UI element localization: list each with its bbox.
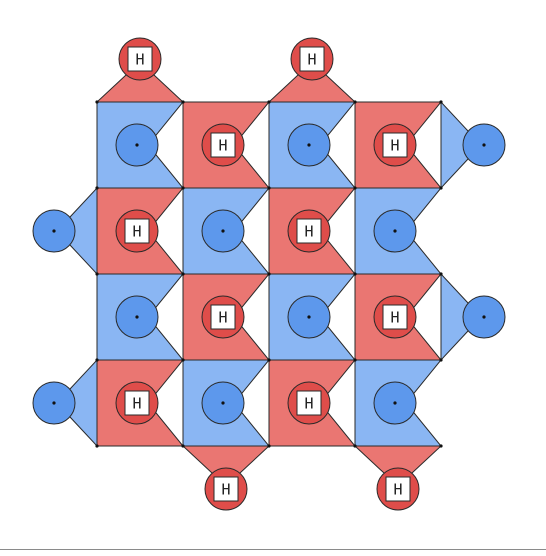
bottom-divider (0, 549, 546, 550)
vertex-r0c1 (181, 100, 185, 104)
tile-marker-r2c4-dot (393, 229, 397, 233)
tile-marker-r4c3-label: H (304, 395, 313, 413)
tile-marker-r2c3-box (296, 218, 322, 244)
tile-marker-r2c1-label: H (132, 223, 141, 241)
vertex-r1c4 (439, 186, 443, 190)
tile-marker-r1c3-dot (307, 143, 311, 147)
outer-right-marker-1-dot (482, 143, 486, 147)
vertex-r2c0 (95, 272, 99, 276)
vertex-r1c1 (181, 186, 185, 190)
outer-top-marker-3-box (299, 46, 325, 72)
vertex-r4c3 (353, 444, 357, 448)
tile-marker-r1c4-label: H (390, 137, 399, 155)
vertex-r3c1 (181, 358, 185, 362)
vertex-r3c3 (353, 358, 357, 362)
tile-marker-r1c1-dot (135, 143, 139, 147)
tile-marker-r3c4-label: H (390, 309, 399, 327)
vertex-r4c4 (439, 444, 443, 448)
tile-marker-r1c2-label: H (218, 137, 227, 155)
tile-marker-r4c1-box (124, 390, 150, 416)
outer-top-marker-3-label: H (307, 51, 316, 69)
tile-marker-r1c2-box (210, 132, 236, 158)
outer-right-marker-3-dot (482, 315, 486, 319)
vertex-r0c2 (267, 100, 271, 104)
tile-marker-r3c1-dot (135, 315, 139, 319)
tile-marker-r3c2-box (210, 304, 236, 330)
tile-marker-r4c1-label: H (132, 395, 141, 413)
vertex-r1c0 (95, 186, 99, 190)
tile-marker-r3c3-dot (307, 315, 311, 319)
vertex-r1c3 (353, 186, 357, 190)
tile-marker-r2c3-label: H (304, 223, 313, 241)
tile-marker-r4c3-box (296, 390, 322, 416)
vertex-r0c0 (95, 100, 99, 104)
outer-bottom-marker-2-label: H (221, 481, 230, 499)
vertex-r4c2 (267, 444, 271, 448)
vertex-r3c0 (95, 358, 99, 362)
vertex-r4c1 (181, 444, 185, 448)
outer-bottom-marker-2-box (213, 476, 239, 502)
tile-marker-r3c2-label: H (218, 309, 227, 327)
vertex-r3c4 (439, 358, 443, 362)
tile-marker-r1c4-box (382, 132, 408, 158)
vertex-r2c1 (181, 272, 185, 276)
outer-left-marker-2-dot (52, 229, 56, 233)
vertex-r0c4 (439, 100, 443, 104)
tile-marker-r4c2-dot (221, 401, 225, 405)
tile-marker-r2c2-dot (221, 229, 225, 233)
outer-bottom-marker-4-label: H (393, 481, 402, 499)
vertex-r2c3 (353, 272, 357, 276)
outer-top-marker-1-label: H (135, 51, 144, 69)
vertex-r2c2 (267, 272, 271, 276)
tile-marker-r2c1-box (124, 218, 150, 244)
vertex-r3c2 (267, 358, 271, 362)
outer-top-marker-1-box (127, 46, 153, 72)
vertex-r4c0 (95, 444, 99, 448)
outer-left-marker-4-dot (52, 401, 56, 405)
vertex-r0c3 (353, 100, 357, 104)
vertex-r2c4 (439, 272, 443, 276)
vertex-r1c2 (267, 186, 271, 190)
tile-marker-r4c4-dot (393, 401, 397, 405)
tile-marker-r3c4-box (382, 304, 408, 330)
outer-bottom-marker-4-box (385, 476, 411, 502)
